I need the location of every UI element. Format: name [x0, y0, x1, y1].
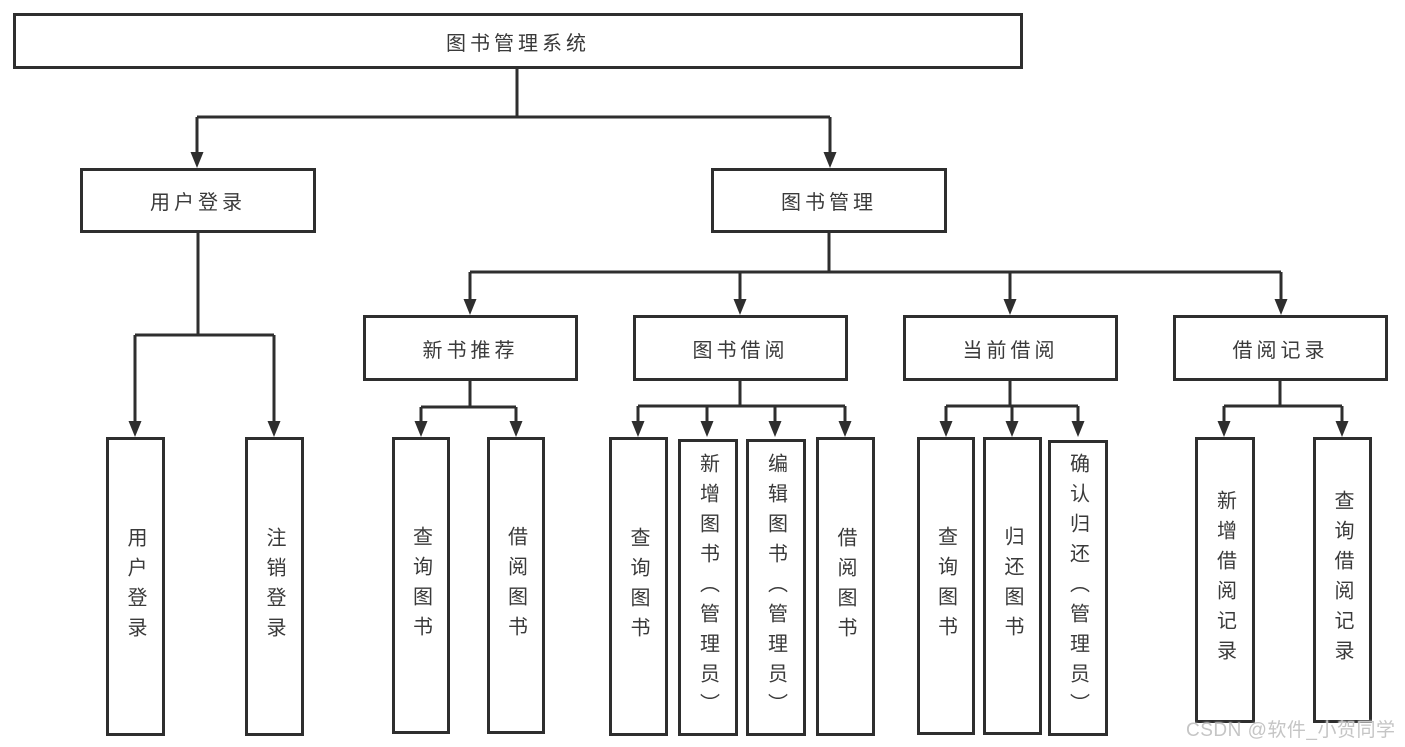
- leaf-nb-borrow-books: 借阅图书: [487, 437, 545, 734]
- leaf-br-query-record: 查询借阅记录: [1313, 437, 1372, 723]
- node-new-book-recommend: 新书推荐: [363, 315, 578, 381]
- node-label: 图书管理系统: [446, 32, 590, 55]
- leaf-label: 查询图书: [627, 526, 649, 647]
- leaf-logout: 注销登录: [245, 437, 304, 736]
- leaf-label: 确认归还（管理员）: [1066, 453, 1089, 723]
- node-library-management-system: 图书管理系统: [13, 13, 1023, 69]
- leaf-bb-add-books-admin: 新增图书（管理员）: [678, 439, 738, 736]
- node-current-borrowing: 当前借阅: [903, 315, 1118, 381]
- node-user-login: 用户登录: [80, 168, 316, 233]
- leaf-label: 归还图书: [1001, 526, 1023, 646]
- leaf-label: 注销登录: [263, 526, 285, 647]
- node-label: 借阅记录: [1232, 339, 1329, 362]
- leaf-label: 查询借阅记录: [1331, 490, 1353, 670]
- node-label: 用户登录: [150, 192, 246, 214]
- leaf-label: 借阅图书: [504, 525, 527, 646]
- leaf-br-add-record: 新增借阅记录: [1195, 437, 1255, 723]
- leaf-label: 新增图书（管理员）: [696, 452, 719, 723]
- leaf-nb-query-books: 查询图书: [392, 437, 450, 734]
- leaf-label: 借阅图书: [834, 526, 856, 647]
- leaf-bb-borrow-books: 借阅图书: [816, 437, 875, 736]
- leaf-label: 用户登录: [124, 526, 146, 647]
- leaf-cb-confirm-return-admin: 确认归还（管理员）: [1048, 440, 1108, 736]
- node-book-management: 图书管理: [711, 168, 947, 233]
- node-label: 图书管理: [781, 192, 877, 214]
- node-label: 图书借阅: [692, 339, 789, 362]
- leaf-user-login: 用户登录: [106, 437, 165, 736]
- leaf-cb-return-books: 归还图书: [983, 437, 1042, 735]
- node-book-borrowing: 图书借阅: [633, 315, 848, 381]
- leaf-bb-query-books: 查询图书: [609, 437, 668, 736]
- leaf-bb-edit-books-admin: 编辑图书（管理员）: [746, 439, 806, 736]
- csdn-watermark: CSDN @软件_小贺同学: [1186, 720, 1396, 741]
- node-label: 当前借阅: [962, 339, 1059, 362]
- node-label: 新书推荐: [422, 339, 519, 362]
- node-borrowing-records: 借阅记录: [1173, 315, 1388, 381]
- leaf-cb-query-books: 查询图书: [917, 437, 975, 735]
- leaf-label: 新增借阅记录: [1213, 490, 1236, 670]
- leaf-label: 编辑图书（管理员）: [764, 452, 787, 723]
- leaf-label: 查询图书: [409, 525, 432, 646]
- leaf-label: 查询图书: [934, 526, 957, 646]
